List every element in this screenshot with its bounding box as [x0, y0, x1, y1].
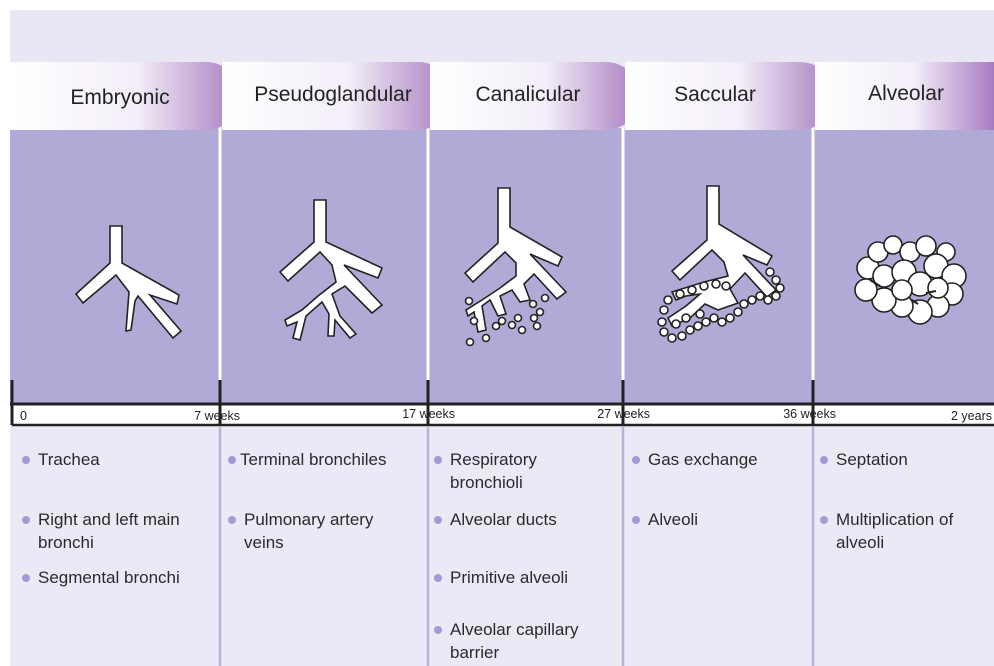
bullet-icon	[434, 516, 442, 524]
bullet-icon	[228, 456, 236, 464]
feature-item: Gas exchange	[632, 448, 818, 471]
feature-text: Multiplication of alveoli	[836, 510, 953, 552]
feature-item: Trachea	[22, 448, 218, 471]
feature-item: Septation	[820, 448, 994, 471]
timeline-tick-36-weeks: 36 weeks	[783, 407, 836, 421]
bullet-icon	[228, 516, 236, 524]
feature-text: Alveoli	[648, 510, 698, 529]
stage-label-alveolar: Alveolar	[868, 82, 944, 105]
bullet-icon	[820, 516, 828, 524]
feature-item: Alveoli	[632, 508, 818, 531]
stage-label-embryonic: Embryonic	[70, 86, 169, 109]
feature-text: Trachea	[38, 450, 100, 469]
stage-label-pseudoglandular: Pseudoglandular	[254, 83, 412, 106]
bullet-icon	[434, 456, 442, 464]
feature-text: Septation	[836, 450, 908, 469]
feature-text: Gas exchange	[648, 450, 758, 469]
bullet-icon	[22, 456, 30, 464]
feature-item: Pulmonary artery veins	[228, 508, 414, 554]
bullet-icon	[632, 516, 640, 524]
stage-tabs: Embryonic Pseudoglandular Canalicular Sa…	[10, 62, 994, 130]
feature-item: Alveolar capillary barrier	[434, 618, 620, 664]
timeline-tick-7-weeks: 7 weeks	[194, 409, 240, 423]
feature-item: Respiratory bronchioli	[434, 448, 600, 494]
timeline-label-strip	[12, 406, 994, 425]
feature-item: Alveolar ducts	[434, 508, 620, 531]
bullet-icon	[820, 456, 828, 464]
timeline-tick-2-years: 2 years	[951, 409, 992, 423]
feature-item: Terminal bronchiles	[228, 448, 435, 471]
feature-text: Segmental bronchi	[38, 568, 180, 587]
timeline-tick-17-weeks: 17 weeks	[402, 407, 455, 421]
bullet-icon	[632, 456, 640, 464]
bullet-icon	[22, 574, 30, 582]
timeline-tick-0: 0	[20, 409, 27, 423]
feature-text: Right and left main bronchi	[38, 510, 180, 552]
feature-item: Segmental bronchi	[22, 566, 228, 589]
bullet-icon	[434, 626, 442, 634]
stage-label-saccular: Saccular	[674, 83, 756, 106]
feature-text: Pulmonary artery veins	[244, 510, 373, 552]
bullet-icon	[22, 516, 30, 524]
feature-text: Terminal bronchiles	[240, 450, 386, 469]
feature-item: Multiplication of alveoli	[820, 508, 994, 554]
feature-text: Primitive alveoli	[450, 568, 568, 587]
feature-item: Right and left main bronchi	[22, 508, 218, 554]
feature-text: Alveolar ducts	[450, 510, 557, 529]
feature-text: Alveolar capillary barrier	[450, 620, 579, 662]
stage-label-canalicular: Canalicular	[475, 83, 580, 106]
feature-item: Primitive alveoli	[434, 566, 620, 589]
stage-panels	[10, 128, 994, 405]
feature-text: Respiratory bronchioli	[450, 450, 537, 492]
bullet-icon	[434, 574, 442, 582]
timeline-tick-27-weeks: 27 weeks	[597, 407, 650, 421]
